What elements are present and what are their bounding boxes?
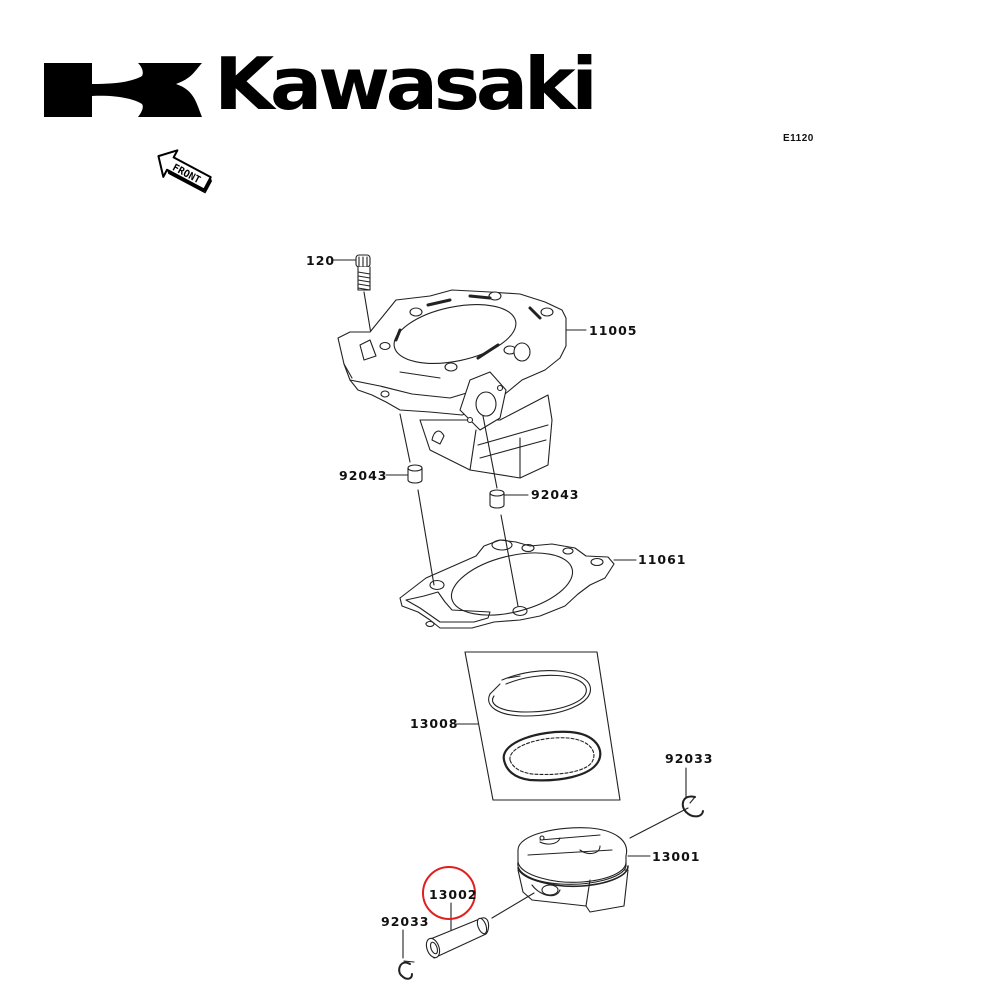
callout-dowel-pin-92043-left[interactable]: 92043 [339,468,388,483]
dowel-pin-part-92043-right [489,489,505,509]
callout-bolt-120[interactable]: 120 [306,253,336,268]
callout-dowel-pin-92043-right[interactable]: 92043 [531,487,580,502]
callout-piston-ring-set-13008[interactable]: 13008 [410,716,459,731]
front-direction-arrow-icon: FRONT [157,149,212,194]
base-gasket-part-11061 [399,539,615,629]
callout-circlip-92033-right[interactable]: 92033 [665,751,714,766]
circlip-part-92033-left [398,960,415,980]
callout-cylinder-11005[interactable]: 11005 [589,323,638,338]
kawasaki-logo: Kawasaki [44,48,598,120]
diagram-ref-code: E1120 [783,133,814,144]
highlight-circle [422,866,476,920]
brand-name: Kawasaki [214,42,598,126]
callout-piston-13001[interactable]: 13001 [652,849,701,864]
kawasaki-river-mark-icon [44,63,202,117]
callout-base-gasket-11061[interactable]: 11061 [638,552,687,567]
bolt-part-120 [355,254,371,291]
callout-piston-pin-13002[interactable]: 13002 [429,887,478,902]
cylinder-part-11005 [337,289,567,479]
dowel-pin-part-92043-left [407,464,423,484]
callout-circlip-92033-left[interactable]: 92033 [381,914,430,929]
piston-part-13001 [517,827,629,913]
circlip-part-92033-right [681,795,704,818]
piston-ring-set-part-13008 [464,651,621,801]
piston-pin-part-13002 [425,917,490,959]
